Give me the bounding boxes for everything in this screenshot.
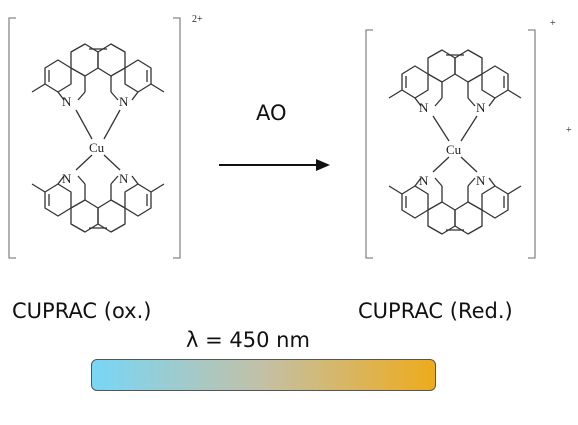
phen-top-right xyxy=(388,49,522,107)
phen-top-left xyxy=(31,43,165,101)
color-gradient-bar xyxy=(91,359,436,391)
atom-n-6: N xyxy=(476,100,486,115)
oxidized-form-label: CUPRAC (ox.) xyxy=(12,299,152,323)
complex-oxidized: 2+ N N Cu xyxy=(8,14,203,259)
atom-n-3: N xyxy=(62,171,72,186)
left-bracket-close xyxy=(173,17,181,259)
atom-n-5: N xyxy=(419,100,429,115)
reaction-arrow xyxy=(219,159,330,171)
charge-plus-side: + xyxy=(566,125,572,136)
complex-reduced: + + N N Cu xyxy=(365,18,572,259)
left-bracket-open xyxy=(8,17,16,259)
phen-bottom-left xyxy=(31,175,165,233)
reduced-form-label: CUPRAC (Red.) xyxy=(358,299,513,323)
atom-cu-left: Cu xyxy=(89,140,105,155)
charge-2plus: 2+ xyxy=(192,14,203,25)
right-bracket-close xyxy=(528,29,536,259)
atom-n-4: N xyxy=(119,171,129,186)
phen-bottom-right xyxy=(388,177,522,235)
atom-n-7: N xyxy=(419,173,429,188)
atom-cu-right: Cu xyxy=(446,142,462,157)
charge-plus-top: + xyxy=(550,18,556,29)
atom-n-2: N xyxy=(119,94,129,109)
wavelength-label: λ = 450 nm xyxy=(186,328,310,352)
reagent-label: AO xyxy=(256,101,287,125)
atom-n-1: N xyxy=(62,94,72,109)
atom-n-8: N xyxy=(476,173,486,188)
right-bracket-open xyxy=(365,29,373,259)
